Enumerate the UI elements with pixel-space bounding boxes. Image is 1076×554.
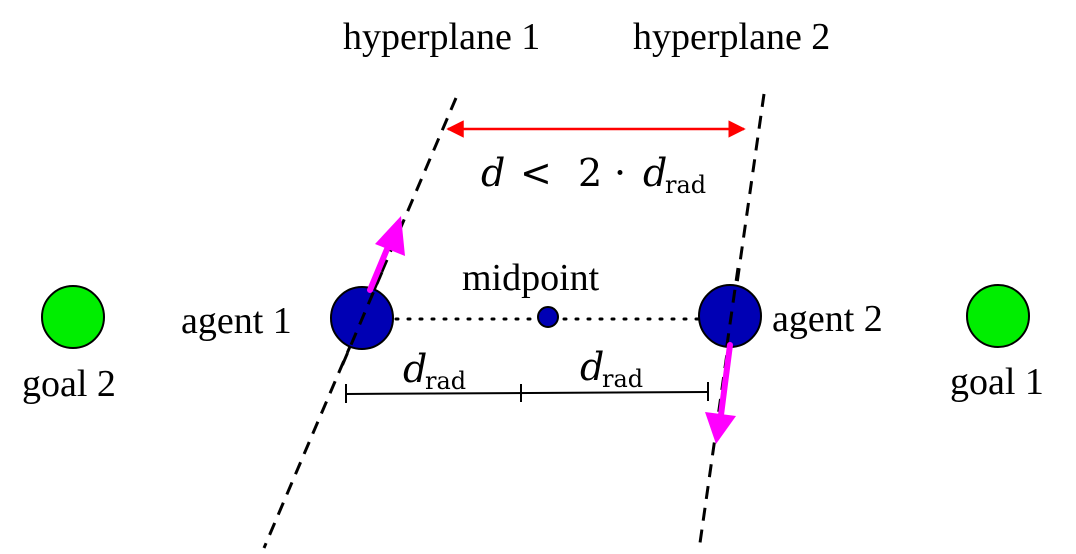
- agent-2-label: agent 2: [772, 298, 883, 340]
- less-than-symbol: <: [520, 151, 552, 195]
- distance-d-symbol: d: [481, 151, 505, 195]
- hyperplane-1-label: hyperplane 1: [343, 16, 540, 58]
- agent-2-velocity-arrow: [705, 342, 736, 444]
- d-rad-left-symbol: d: [403, 347, 427, 391]
- hyperplane-1-through-agent: [340, 271, 384, 367]
- goal-1-marker: [966, 284, 1030, 348]
- goal-1-label: goal 1: [950, 361, 1044, 403]
- d-rad-left-subscript: rad: [425, 367, 466, 395]
- hyperplane-2-through-agent: [724, 267, 740, 353]
- dot-symbol: ·: [614, 151, 626, 195]
- hyperplane-2-label: hyperplane 2: [633, 16, 830, 58]
- midpoint-label: midpoint: [462, 257, 600, 299]
- d-rad-right-symbol: d: [580, 345, 604, 389]
- d-rad-subscript: rad: [665, 171, 706, 199]
- midpoint-marker: [537, 306, 559, 328]
- distance-inequality-label: d < 2 · d rad: [481, 151, 706, 199]
- d-rad-right-label: d rad: [580, 345, 643, 393]
- agent-1-label: agent 1: [181, 300, 292, 342]
- d-rad-measurement-bar: [345, 382, 709, 403]
- agent-1-velocity-arrow: [367, 216, 405, 293]
- goal-2-label: goal 2: [22, 363, 116, 405]
- goal-2-marker: [41, 285, 105, 349]
- d-rad-symbol: d: [643, 151, 667, 195]
- d-rad-left-label: d rad: [403, 347, 466, 395]
- d-rad-right-subscript: rad: [602, 365, 643, 393]
- two-symbol: 2: [578, 151, 602, 195]
